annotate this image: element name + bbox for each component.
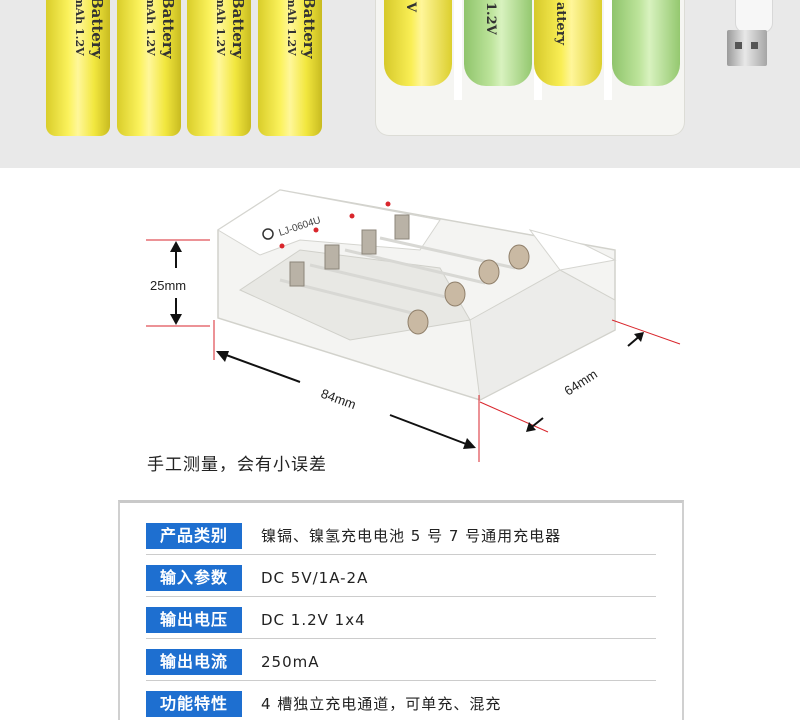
width-dim-label: 64mm	[561, 366, 599, 398]
spec-row: 产品类别 镍镉、镍氢充电电池 5 号 7 号通用充电器	[146, 517, 656, 557]
spec-table: 产品类别 镍镉、镍氢充电电池 5 号 7 号通用充电器 输入参数 DC 5V/1…	[118, 500, 684, 720]
measurement-note: 手工测量，会有小误差	[147, 455, 327, 475]
spec-value: DC 1.2V 1x4	[261, 611, 366, 629]
usb-plug-image	[723, 0, 773, 70]
tray-battery: 1.2V	[464, 0, 532, 86]
spec-label: 产品类别	[146, 523, 242, 549]
charger-dimension-diagram: LJ-0604U 25mm 84mm 64mm	[146, 189, 681, 462]
spec-value: 250mA	[261, 653, 320, 671]
length-dim-label: 84mm	[319, 386, 358, 412]
spec-row: 输出电压 DC 1.2V 1x4	[146, 601, 656, 641]
spec-value: 4 槽独立充电通道，可单充、混充	[261, 695, 502, 713]
spec-label: 输出电压	[146, 607, 242, 633]
spec-value: DC 5V/1A-2A	[261, 569, 369, 587]
height-dim-label: 25mm	[150, 278, 186, 293]
height-dimension: 25mm	[146, 239, 210, 327]
spec-row: 输出电流 250mA	[146, 643, 656, 683]
tray-battery	[612, 0, 680, 86]
spec-label: 功能特性	[146, 691, 242, 717]
brand-logo-icon	[262, 228, 274, 240]
spec-row: 功能特性 4 槽独立充电通道，可单充、混充	[146, 685, 656, 725]
tray-battery: attery	[534, 0, 602, 86]
charger-illustration: LJ-0604U	[217, 189, 617, 401]
charger-tray-photo: V 1.2V attery	[375, 0, 685, 136]
spec-row: 输入参数 DC 5V/1A-2A	[146, 559, 656, 599]
spec-label: 输入参数	[146, 565, 242, 591]
spec-value: 镍镉、镍氢充电电池 5 号 7 号通用充电器	[261, 527, 562, 545]
tray-battery: V	[384, 0, 452, 86]
spec-label: 输出电流	[146, 649, 242, 675]
